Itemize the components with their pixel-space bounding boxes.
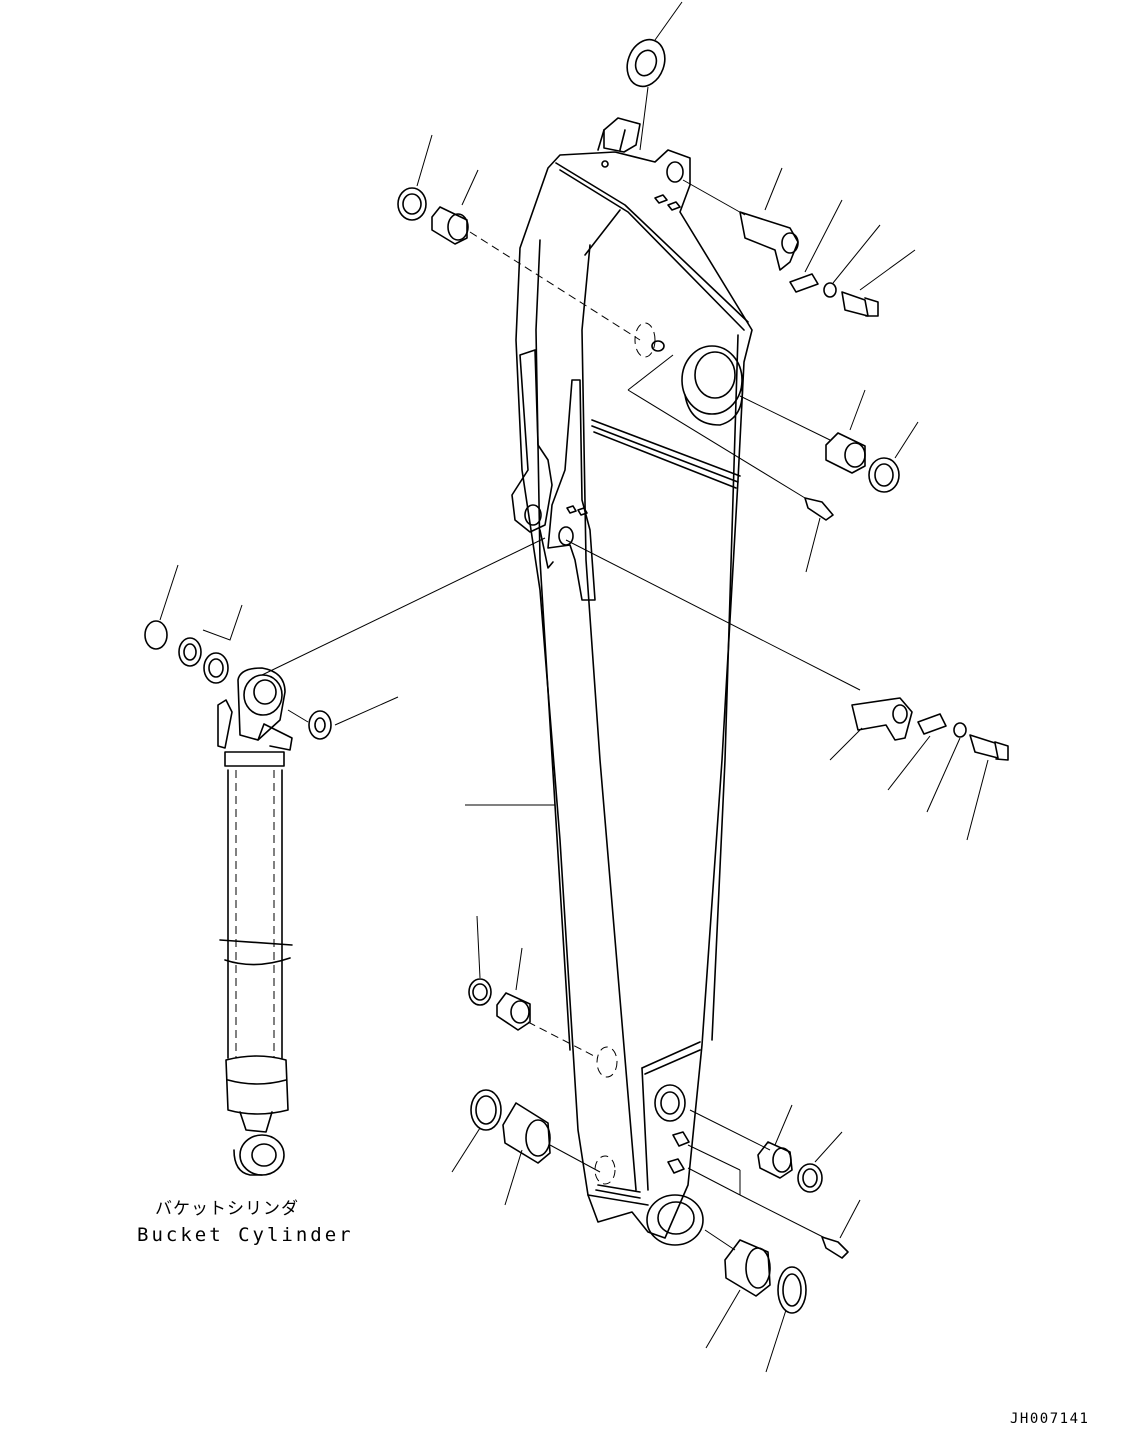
parts-middle [144,537,1009,841]
drawing-number: JH007141 [1010,1411,1089,1427]
parts-bottom [451,915,861,1373]
component-caption-en: Bucket Cylinder [137,1224,354,1246]
bucket-cylinder [217,667,293,1176]
arm-body [511,117,753,1246]
component-caption-jp: バケットシリンダ [155,1199,299,1219]
parts-top [397,1,919,573]
